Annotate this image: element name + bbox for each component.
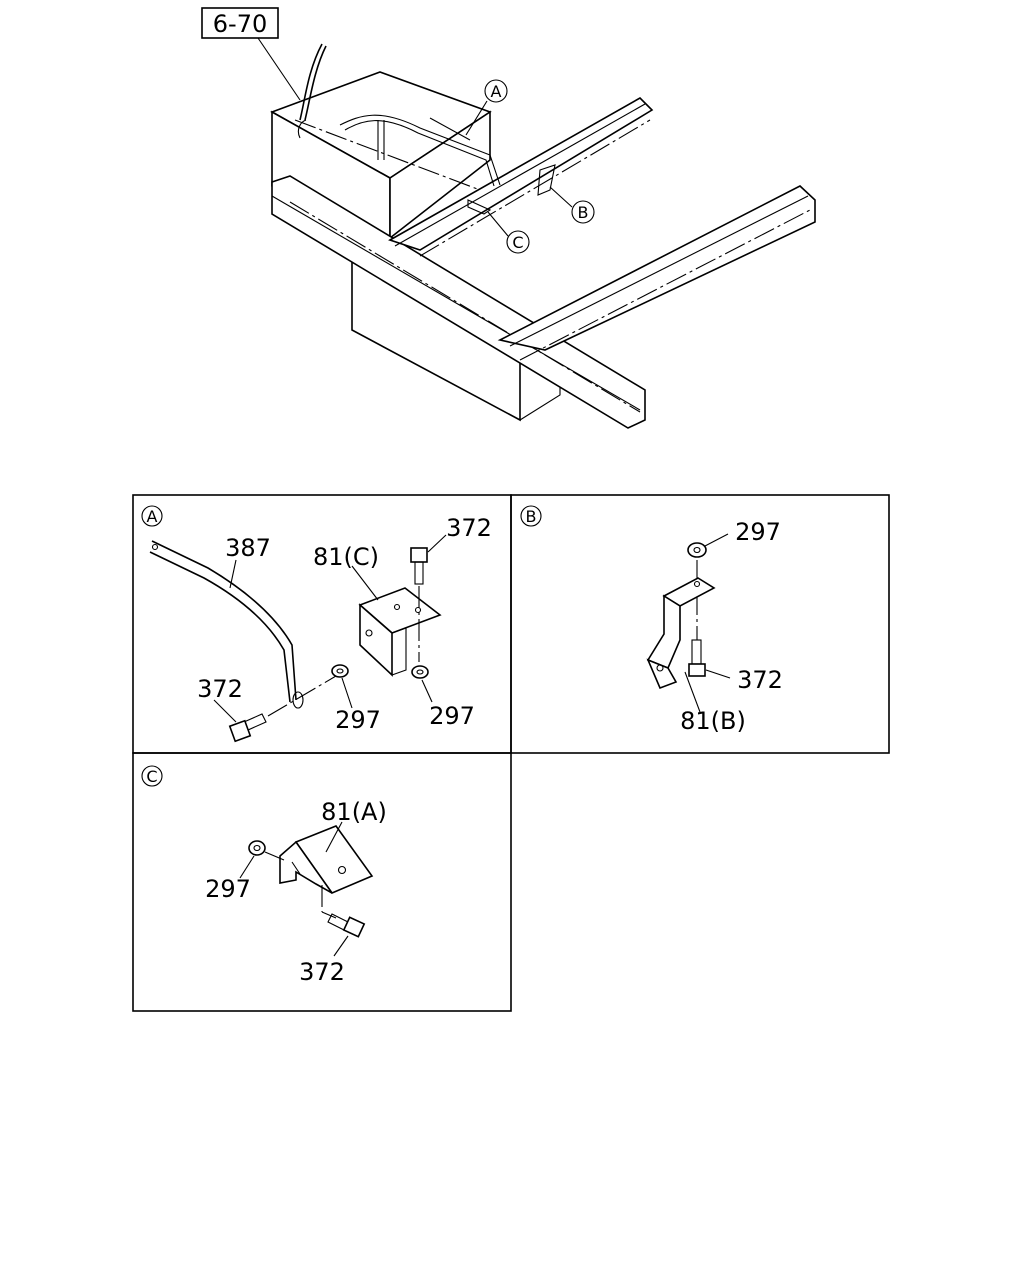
detail-b-callout: B [520, 505, 542, 527]
bolt-372-top [410, 547, 428, 585]
detail-a-callout: A [141, 505, 163, 527]
detail-panel-c: C 81(A) 297 372 [141, 765, 387, 986]
overview-callout-c-label: C [512, 233, 523, 252]
bracket-81a [279, 825, 374, 894]
nut-297-c [248, 840, 266, 856]
detail-panel-b: B 297 81(B) 372 [520, 505, 783, 735]
detail-grid [132, 494, 890, 1012]
nut-297-b [687, 542, 707, 558]
label-bolt-372-c: 372 [299, 958, 345, 986]
overview-callout-c[interactable]: C [487, 211, 530, 254]
label-bolt-372-left: 372 [197, 675, 243, 703]
overview-callout-a-label: A [491, 82, 502, 101]
detail-panel-a: A 387 372 297 [141, 505, 492, 743]
label-bolt-372-b: 372 [737, 666, 783, 694]
label-nut-297-right: 297 [429, 702, 475, 730]
label-bolt-372-top: 372 [446, 514, 492, 542]
bolt-372-left [228, 713, 267, 743]
nut-297-right [411, 665, 429, 679]
detail-panel-b-frame [510, 494, 890, 754]
bolt-372-b [688, 639, 706, 677]
label-nut-297-b: 297 [735, 518, 781, 546]
label-nut-297-c: 297 [205, 875, 251, 903]
bracket-c-outline [467, 199, 492, 215]
hose [297, 43, 501, 187]
label-rod-387: 387 [225, 534, 271, 562]
detail-c-callout: C [141, 765, 163, 787]
label-bracket-81a: 81(A) [321, 798, 387, 826]
label-bracket-81c: 81(C) [313, 543, 379, 571]
reference-label: 6-70 [213, 10, 267, 38]
svg-text:C: C [146, 767, 157, 786]
detail-panel-c-frame [132, 752, 512, 1012]
overview-callout-b[interactable]: B [549, 186, 595, 224]
bracket-81c [358, 587, 442, 677]
reference-leader [257, 37, 301, 101]
overview-callout-a[interactable]: A [465, 79, 508, 136]
tank-upper [270, 71, 492, 240]
rod-387 [149, 540, 304, 709]
bracket-b-outline [537, 164, 556, 196]
overview-callout-b-label: B [578, 203, 589, 222]
reference-box[interactable]: 6-70 [201, 7, 279, 39]
overview-illustration: 6-70 [201, 7, 816, 429]
nut-297-mid [331, 664, 349, 678]
svg-text:B: B [526, 507, 537, 526]
svg-text:A: A [147, 507, 158, 526]
bracket-81b [646, 577, 716, 690]
label-bracket-81b: 81(B) [680, 707, 746, 735]
bolt-372-c [327, 913, 366, 938]
frame-rails [271, 97, 816, 429]
label-nut-297-mid: 297 [335, 706, 381, 734]
